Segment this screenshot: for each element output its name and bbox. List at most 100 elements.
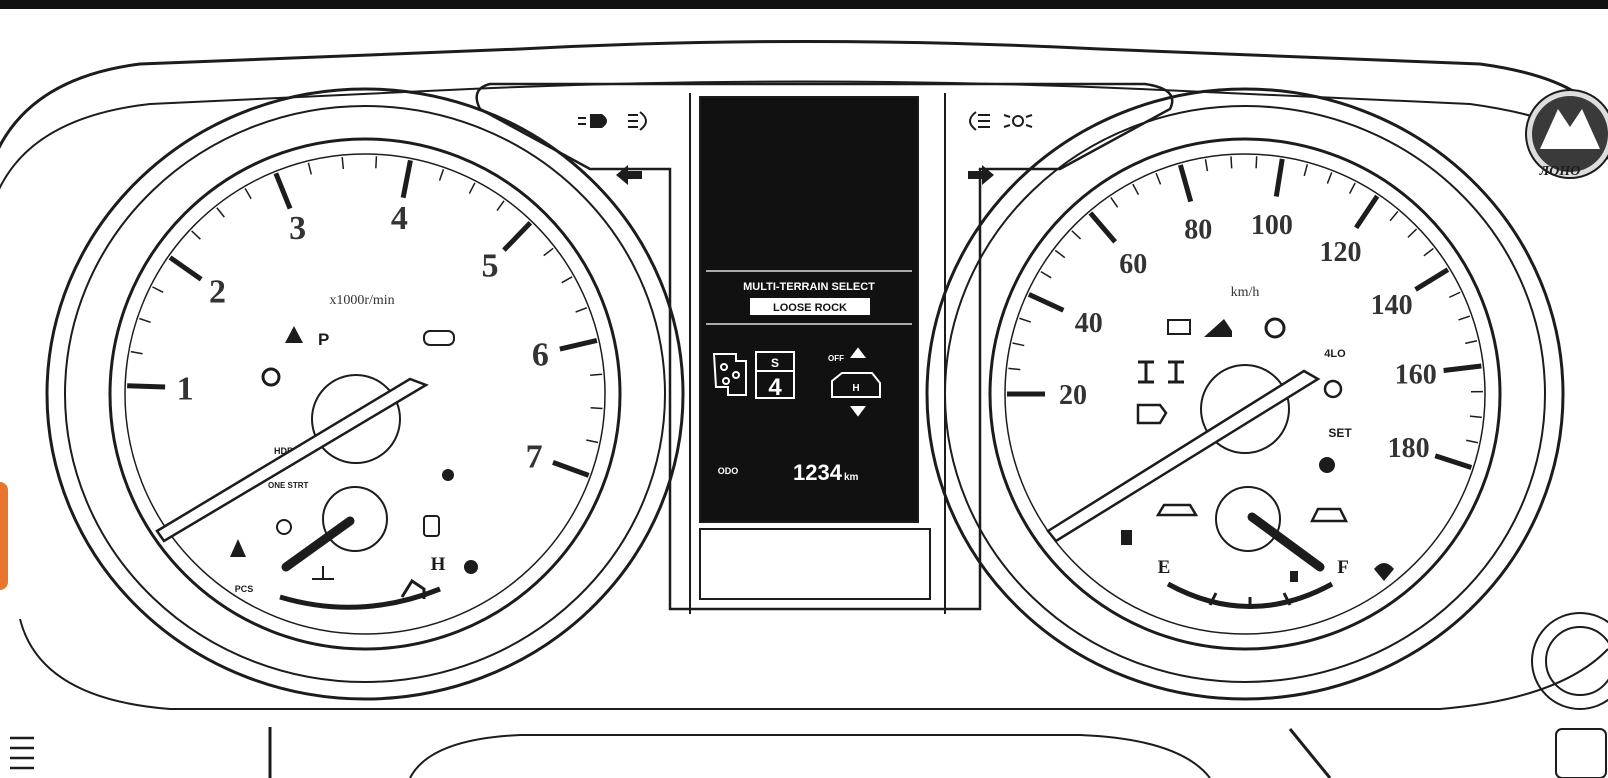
low-beam-icon [578,114,607,128]
minor-tick [1423,247,1434,257]
major-tick [552,460,590,478]
pcs-label: PCS [235,584,254,594]
battery-icon [1167,319,1191,335]
gauge-label: 100 [1251,210,1293,241]
driver-attention-icon [464,560,478,574]
odometer-value: 1234 [793,460,843,485]
parking-brake-label: P [318,330,329,349]
major-tick [1443,363,1482,373]
minor-tick [1465,339,1478,345]
minor-tick [561,276,573,284]
gauge-label: 60 [1119,249,1147,280]
minor-tick [1469,415,1482,419]
skid-icon [230,539,246,557]
major-tick [1088,211,1118,244]
vehicle-high-icon [1309,507,1349,523]
logo-badge[interactable]: ЛОНО [1525,89,1608,179]
vehicle-height-letter: H [852,383,859,394]
major-tick [168,255,203,282]
minor-tick [1255,156,1258,169]
minor-tick [375,156,378,169]
gauge-label: 6 [532,336,549,373]
lower-right-switch [1555,728,1607,778]
minor-tick [1132,183,1140,196]
brake-system-icon [261,367,281,387]
gauge-label: 20 [1059,380,1087,411]
minor-tick [1466,439,1479,444]
multi-info-display: MULTI-TERRAIN SELECT LOOSE ROCK S 4 OFF … [699,96,919,523]
minor-tick [1071,230,1082,240]
brake-warning-icon [1264,317,1286,339]
gauge-label: 140 [1371,290,1413,321]
gauge-label: 5 [482,247,499,284]
major-tick [1354,194,1380,230]
start-stop-label: ONE STRT [268,481,309,490]
minor-tick [1458,315,1471,321]
off-label: OFF [828,354,844,363]
side-orange-tab[interactable] [0,482,8,590]
instrument-cluster: MULTI-TERRAIN SELECT LOOSE ROCK S 4 OFF … [0,40,1608,778]
minor-tick [590,407,603,410]
top-border-bar [0,0,1608,9]
four-lo-label: 4LO [1324,348,1346,360]
minor-tick [341,157,345,170]
minor-tick [1054,249,1066,259]
major-tick [502,221,533,252]
right-edge-controls[interactable] [1531,612,1608,778]
minor-tick [1204,159,1209,172]
minor-tick [216,207,225,218]
major-tick [127,383,166,390]
minor-tick [590,373,603,377]
vehicle-low-icon [1155,503,1199,517]
diff-lock-icon [1138,360,1184,384]
oil-pressure-icon [1204,319,1232,337]
major-tick [559,338,598,352]
warning-triangle-icon [285,326,303,343]
minor-tick [468,182,476,194]
tachometer-warning-icons: P HDBS ONE STRT PCS [230,326,478,594]
minor-tick [1348,182,1356,194]
minor-tick [244,188,252,200]
set-label: SET [1328,426,1352,440]
speedometer-unit-label: km/h [1231,285,1260,300]
right-turn-arrow-icon [968,165,994,185]
fuel-pump-icon [1121,530,1132,545]
eco-icon [423,330,455,346]
center-bezel [475,82,1174,614]
seatbelt-icon [1374,563,1394,581]
minor-tick [1326,172,1333,184]
major-tick [1027,292,1065,313]
temperature-gauge [279,486,441,610]
minor-tick [1110,196,1119,208]
gear-indicator: S 4 [755,351,795,401]
minor-tick [152,286,164,293]
tachometer-ticks [127,156,603,478]
minor-tick [307,162,313,175]
fuel-gauge [1166,486,1334,609]
speedometer-ticks [1007,156,1483,470]
minor-tick [1448,291,1461,299]
airbag-icon [442,469,454,481]
gauge-label: 1 [177,371,194,408]
trip-knob [1531,612,1608,710]
minor-tick [130,350,143,355]
left-turn-arrow-icon [616,165,642,185]
tachometer-needle [155,377,429,543]
minor-tick [1389,211,1399,222]
minor-tick [575,307,588,313]
gauge-label: 120 [1320,237,1362,268]
door-icon [423,515,440,537]
left-light-indicators [578,111,647,185]
gauge-label: 2 [209,274,226,311]
cluster-housing [0,40,1608,778]
gear-number: 4 [768,374,782,401]
tpms-icon [276,519,292,535]
major-tick [400,159,413,199]
mode-box [750,298,870,315]
minor-tick [1019,317,1031,323]
fuel-empty-label: E [1158,557,1171,578]
minor-tick [586,439,599,444]
